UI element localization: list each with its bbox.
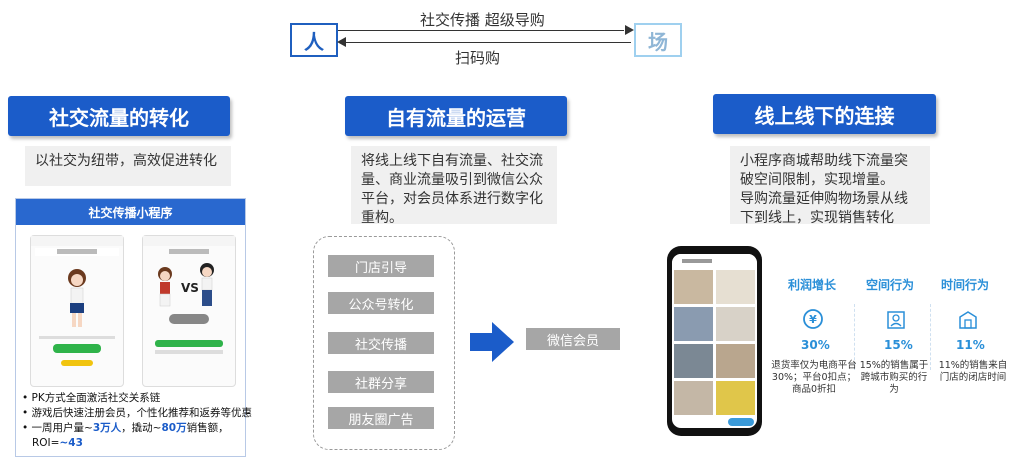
store-icon [959,311,977,329]
bullet-item: • 一周用户量~3万人，撬动~80万销售额， [22,422,229,434]
flow-arrow-right-icon [625,25,634,35]
person-node: 人 [290,23,338,57]
channel-official-account: 公众号转化 [328,292,434,314]
channel-community-share: 社群分享 [328,371,434,393]
mall-product-grid-illustration [672,254,757,426]
person-node-label: 人 [304,29,324,54]
sales-value: 80万 [161,422,187,434]
mall-phone-mockup [667,246,762,436]
flow-top-text: 社交传播 超级导购 [420,11,545,29]
mall-screen [672,254,757,428]
metric-divider [930,304,931,370]
weekly-users-value: 3万人 [92,422,122,434]
conversion-arrow-icon [470,322,514,362]
flow-line-forward [338,30,624,31]
game-screen-illustration [31,236,123,366]
bullet-text: ，撬动~ [121,422,162,434]
bullet-item: • PK方式全面激活社交关系链 [22,392,161,404]
bullet-text: 游戏后快速注册会员，个性化推荐和返券等优惠 [31,407,253,419]
bullet-text: PK方式全面激活社交关系链 [31,392,161,404]
mini-program-screenshot-2: VS [142,235,236,387]
metric-value-time: 11% [956,338,985,352]
bullet-item: • 游戏后快速注册会员，个性化推荐和返券等优惠 [22,407,253,419]
own-traffic-section-desc: 将线上线下自有流量、社交流量、商业流量吸引到微信公众平台，对会员体系进行数字化重… [351,146,557,226]
channel-moments-ads: 朋友圈广告 [328,407,434,429]
flow-arrow-left-icon [337,37,346,47]
flow-bottom-text: 扫码购 [455,49,501,67]
location-icon [887,311,905,329]
card-title: 社交传播小程序 [16,199,245,225]
social-mini-program-card: 社交传播小程序 VS [15,198,252,457]
social-section-desc: 以社交为纽带，高效促进转化 [25,146,231,186]
metric-desc-space: 15%的销售属于跨城市购买的行为 [859,360,929,395]
o2o-section-desc: 小程序商城帮助线下流量突破空间限制，实现增量。 导购流量延伸购物场景从线下到线上… [730,146,930,226]
bullet-item: ROI=~43 [22,436,252,451]
own-traffic-section-title: 自有流量的运营 [345,96,567,136]
metric-title-space: 空间行为 [866,278,915,292]
venue-node: 场 [634,23,682,57]
venue-node-label: 场 [648,29,668,54]
bullet-text: 一周用户量~ [31,422,93,434]
metric-title-time: 时间行为 [941,278,990,292]
svg-text:VS: VS [181,281,199,295]
metric-value-profit: 30% [801,338,830,352]
card-bullet-list: • PK方式全面激活社交关系链 • 游戏后快速注册会员，个性化推荐和返券等优惠 … [22,391,252,451]
bullet-text: ROI= [32,437,60,449]
mini-program-screenshot-1 [30,235,124,387]
yen-icon: ¥ [803,309,823,329]
metric-title-profit: 利润增长 [788,278,837,292]
channel-social-spread: 社交传播 [328,332,434,354]
bullet-text: 销售额， [186,422,229,434]
roi-value: ~43 [59,437,83,449]
metric-desc-time: 11%的销售来自门店的闭店时间 [938,360,1008,383]
social-section-title: 社交流量的转化 [8,96,230,136]
svg-text:¥: ¥ [809,313,817,326]
wechat-member-box: 微信会员 [526,328,620,350]
metric-divider [854,304,855,370]
flow-line-back [345,42,631,43]
o2o-section-title: 线上线下的连接 [713,94,936,134]
metric-value-space: 15% [884,338,913,352]
pk-screen-illustration: VS [143,236,235,354]
traffic-sources-group [313,236,455,450]
metric-desc-profit: 退货率仅为电商平台30%；平台0扣点；商品0折扣 [771,360,857,395]
channel-store-guide: 门店引导 [328,255,434,277]
